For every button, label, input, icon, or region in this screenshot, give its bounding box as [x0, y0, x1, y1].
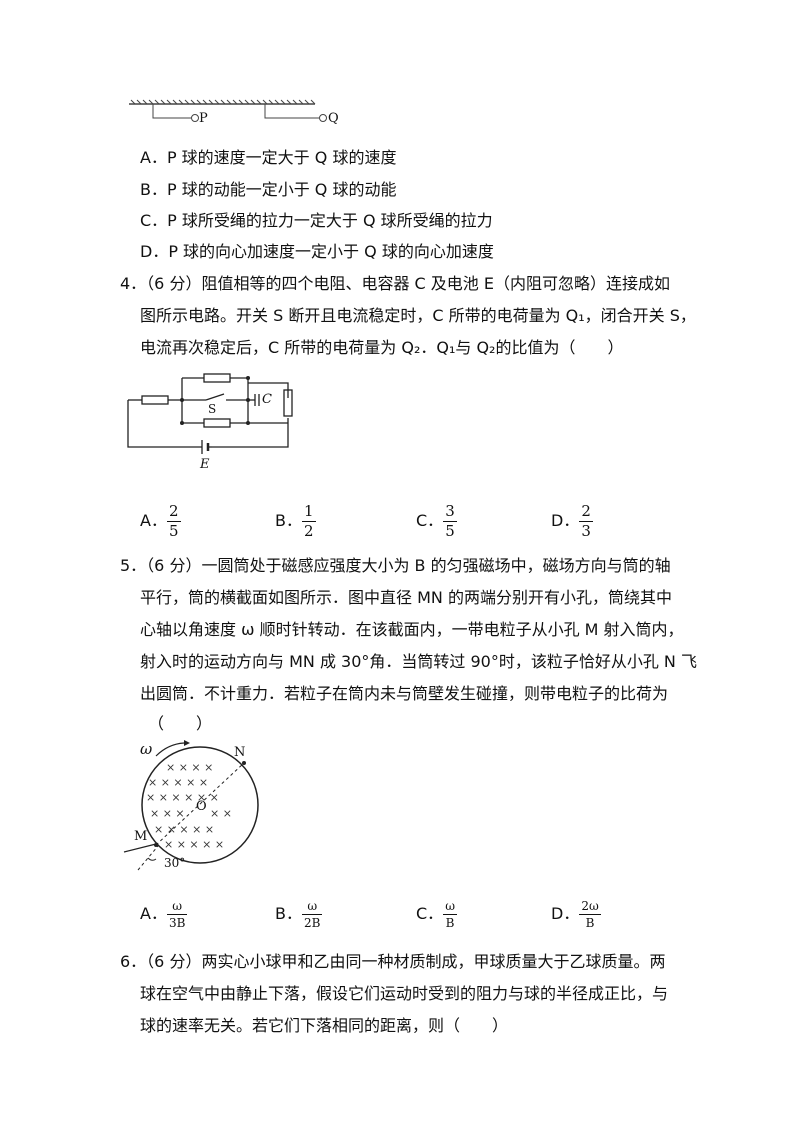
numerator: 2 [579, 502, 593, 522]
q5-option-a-label: A． [140, 904, 167, 923]
q3-option-a: A．P 球的速度一定大于 Q 球的速度 [140, 148, 397, 167]
denominator: 3 [581, 522, 591, 540]
omega-label: ω [140, 740, 153, 758]
denominator: B [445, 916, 455, 930]
denominator: B [585, 916, 595, 930]
denominator: 2 [303, 522, 314, 540]
q4-line-1: 4．（6 分）阻值相等的四个电阻、电容器 C 及电池 E（内阻可忽略）连接成如 [120, 274, 670, 293]
q4-option-a-label: A． [140, 511, 167, 530]
pendulum-figure [129, 99, 327, 122]
denominator: 3B [168, 916, 186, 930]
numerator: ω [443, 899, 457, 915]
q5-line-2: 平行，筒的横截面如图所示．图中直径 MN 的两端分别开有小孔，筒绕其中 [140, 588, 672, 607]
ball-p-label: P [199, 111, 208, 126]
q5-option-b-label: B． [275, 904, 302, 923]
point-n-label: N [234, 745, 246, 760]
q4-option-d-label: D． [551, 511, 580, 530]
q4-line-2: 图所示电路。开关 S 断开且电流稳定时，C 所带的电荷量为 Q₁，闭合开关 S， [140, 306, 696, 325]
battery-label: E [200, 457, 210, 472]
ball-q-label: Q [328, 111, 339, 126]
q6-line-1: 6．（6 分）两实心小球甲和乙由同一种材质制成，甲球质量大于乙球质量。两 [120, 952, 666, 971]
svg-text:× × ×: × × × [150, 807, 185, 820]
point-m-label: M [134, 829, 148, 844]
center-o-label: O [196, 799, 207, 814]
numerator: 1 [301, 502, 316, 522]
denominator: 5 [168, 522, 179, 540]
q6-line-3: 球的速率无关。若它们下落相同的距离，则（ ） [140, 1016, 509, 1035]
switch-label: S [208, 402, 217, 416]
svg-text:× × × × ×: × × × × × [154, 823, 214, 836]
q5-option-c-label: C． [416, 904, 444, 923]
svg-text:× × × × ×: × × × × × [164, 838, 224, 851]
q5-line-1: 5．（6 分）一圆筒处于磁感应强度大小为 B 的匀强磁场中，磁场方向与筒的轴 [120, 556, 671, 575]
q6-line-2: 球在空气中由静止下落，假设它们运动时受到的阻力与球的半径成正比，与 [140, 984, 669, 1003]
q5-line-6: （ ） [148, 714, 213, 733]
numerator: 3 [443, 502, 457, 522]
circuit-figure [127, 373, 293, 454]
denominator: 2B [303, 916, 321, 930]
svg-text:× ×: × × [210, 807, 232, 820]
q4-option-b-label: B． [275, 511, 302, 530]
q5-line-5: 出圆筒．不计重力．若粒子在筒内未与筒壁发生碰撞，则带电粒子的比荷为 [140, 684, 669, 703]
q4-option-c-label: C． [416, 511, 444, 530]
numerator: ω [166, 900, 188, 915]
q3-option-c: C．P 球所受绳的拉力一定大于 Q 球所受绳的拉力 [140, 211, 493, 230]
q3-option-b: B．P 球的动能一定小于 Q 球的动能 [140, 180, 397, 199]
cylinder-figure: × × × × × × × × × × × × × × × × × × × × … [123, 740, 259, 871]
svg-text:× × × × ×: × × × × × [148, 776, 208, 789]
q5-line-4: 射入时的运动方向与 MN 成 30°角．当筒转过 90°时，该粒子恰好从小孔 N… [140, 652, 697, 671]
q5-line-3: 心轴以角速度 ω 顺时针转动．在该截面内，一带电粒子从小孔 M 射入筒内， [140, 620, 684, 639]
capacitor-label: C [262, 392, 272, 407]
q5-option-d-label: D． [551, 904, 580, 923]
numerator: ω [301, 900, 323, 915]
q3-option-d: D．P 球的向心加速度一定小于 Q 球的向心加速度 [140, 242, 494, 261]
svg-text:× × × ×: × × × × [166, 761, 213, 774]
svg-text:× × × × × ×: × × × × × × [146, 791, 219, 804]
numerator: 2 [166, 502, 181, 522]
numerator: 2ω [579, 899, 601, 915]
q4-line-3: 电流再次稳定后，C 所带的电荷量为 Q₂．Q₁与 Q₂的比值为（ ） [140, 338, 624, 357]
denominator: 5 [445, 522, 455, 540]
angle-label: 30° [164, 856, 186, 870]
